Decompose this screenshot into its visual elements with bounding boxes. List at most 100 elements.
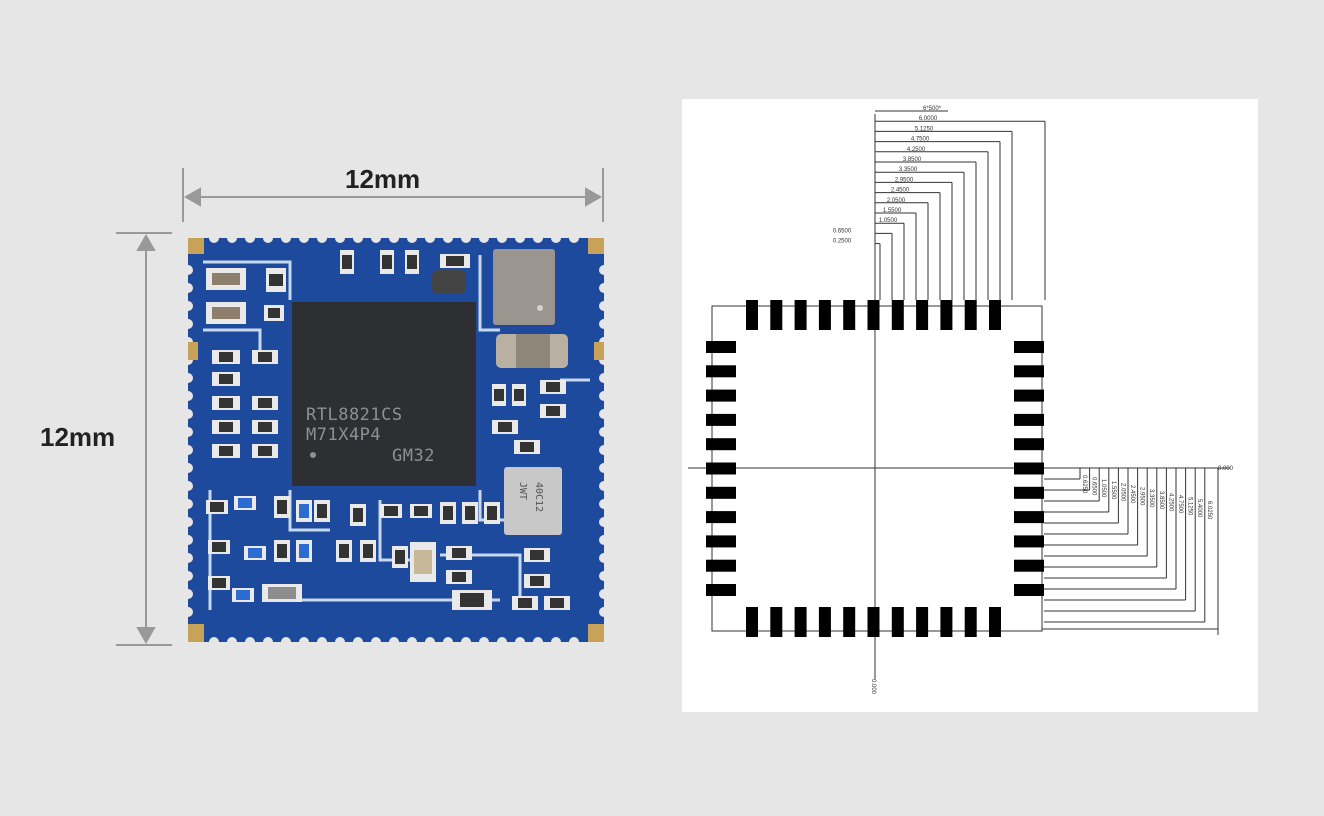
pad-left	[706, 462, 736, 475]
castellated-hole	[497, 637, 507, 647]
crystal-marking-line2: 40C12	[533, 482, 544, 513]
pad-top	[843, 300, 856, 330]
castellated-hole	[299, 233, 309, 243]
castellated-hole	[425, 233, 435, 243]
pad-right	[1014, 341, 1044, 353]
right-dim-label: 6.0250	[1206, 501, 1212, 520]
castellated-hole	[183, 571, 193, 581]
pad-bottom	[916, 607, 929, 637]
pad-top	[794, 300, 807, 330]
width-dimension-arrow	[182, 168, 604, 222]
pad-left	[706, 584, 736, 596]
castellated-hole	[599, 517, 609, 527]
pad-top	[891, 300, 904, 330]
right-dim-label: 0.6250	[1081, 475, 1087, 494]
crystal-marking-line1: JWT	[517, 482, 528, 501]
top-dim-label: 1.0500	[879, 218, 898, 224]
pad-bottom	[989, 607, 1001, 637]
pad-top	[940, 300, 953, 330]
pad-right	[1014, 413, 1044, 426]
pad-right	[1014, 511, 1044, 524]
top-dim-label: 0.2500	[833, 239, 852, 245]
castellated-hole	[599, 427, 609, 437]
castellated-hole	[425, 637, 435, 647]
castellated-hole	[183, 517, 193, 527]
pad-top	[964, 300, 977, 330]
pad-top	[818, 300, 831, 330]
castellated-hole	[183, 373, 193, 383]
pad-right	[1014, 584, 1044, 596]
chip-marking-line3: GM32	[392, 446, 435, 466]
top-dim-label: 5.1250	[915, 126, 934, 132]
top-dim-label: 2.4500	[891, 188, 910, 194]
castellated-hole	[183, 427, 193, 437]
castellated-hole	[443, 637, 453, 647]
castellated-hole	[353, 233, 363, 243]
castellated-hole	[245, 233, 255, 243]
castellated-hole	[183, 481, 193, 491]
castellated-hole	[183, 319, 193, 329]
pad-top	[770, 300, 783, 330]
castellated-hole	[551, 637, 561, 647]
pad-left	[706, 413, 736, 426]
castellated-hole	[599, 607, 609, 617]
castellated-hole	[479, 233, 489, 243]
right-dim-label: 5.4000	[1196, 499, 1202, 518]
castellated-hole	[533, 637, 543, 647]
castellated-hole	[299, 637, 309, 647]
right-dim-label: 3.3500	[1148, 489, 1154, 508]
pad-left	[706, 389, 736, 402]
castellated-hole	[533, 233, 543, 243]
castellated-hole	[183, 463, 193, 473]
castellated-hole	[183, 265, 193, 275]
castellated-hole	[209, 233, 219, 243]
castellated-hole	[599, 283, 609, 293]
crystal-oscillator	[493, 249, 555, 325]
castellated-hole	[461, 637, 471, 647]
right-dim-label: 3.8500	[1158, 491, 1164, 510]
pad-top	[989, 300, 1001, 330]
castellated-hole	[183, 445, 193, 455]
right-dim-label: 2.0500	[1119, 483, 1125, 502]
castellated-hole	[407, 233, 417, 243]
bottom-origin-label: 0.000	[870, 679, 876, 695]
castellated-hole	[599, 301, 609, 311]
pad-left	[706, 535, 736, 548]
top-dim-label: 4.2500	[907, 147, 926, 153]
castellated-hole	[183, 283, 193, 293]
castellated-hole	[515, 233, 525, 243]
castellated-hole	[317, 233, 327, 243]
top-dim-label: 2.0500	[887, 198, 906, 204]
chip-marking-line2: M71X4P4	[306, 425, 382, 445]
top-dim-label: 3.3500	[899, 167, 918, 173]
pad-bottom	[770, 607, 783, 637]
pad-bottom	[818, 607, 831, 637]
height-dimension-label: 12mm	[40, 422, 116, 452]
castellated-hole	[461, 233, 471, 243]
castellated-hole	[281, 637, 291, 647]
module-photo	[116, 168, 609, 647]
inductor-component	[504, 467, 562, 535]
pad-right	[1014, 389, 1044, 402]
castellated-hole	[183, 535, 193, 545]
pad-right	[1014, 535, 1044, 548]
smd-components	[206, 250, 570, 610]
right-dim-label: 4.2500	[1167, 493, 1173, 512]
castellated-hole	[479, 637, 489, 647]
right-dim-label: 2.4500	[1129, 485, 1135, 504]
pad-left	[706, 559, 736, 572]
castellated-hole	[569, 233, 579, 243]
castellated-hole	[599, 589, 609, 599]
castellated-hole	[599, 445, 609, 455]
castellated-hole	[599, 499, 609, 509]
pad-right	[1014, 462, 1044, 475]
castellated-hole	[183, 589, 193, 599]
pad-top	[867, 300, 880, 330]
right-dim-label: 2.9500	[1139, 487, 1145, 506]
pad-right	[1014, 486, 1044, 499]
castellated-hole	[227, 637, 237, 647]
castellated-hole	[515, 637, 525, 647]
top-dim-label: 2.9500	[895, 177, 914, 183]
pad-bottom	[794, 607, 807, 637]
height-dimension-arrow	[116, 232, 172, 646]
